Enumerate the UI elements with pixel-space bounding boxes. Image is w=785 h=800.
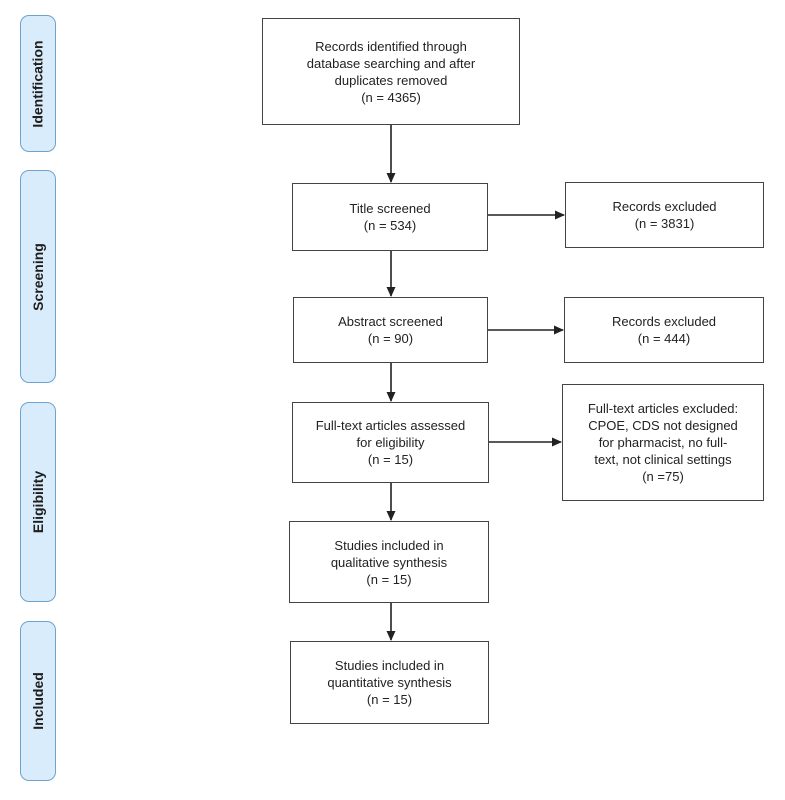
box-line: Title screened	[349, 201, 431, 216]
box-line: Full-text articles assessed	[315, 418, 466, 433]
box-line: text, not clinical settings	[594, 452, 732, 467]
fulltext-assessed-text: Full-text articles assessed for eligibil…	[316, 417, 466, 468]
records-excluded-1-text: Records excluded (n = 3831)	[612, 198, 716, 232]
box-line: quantitative synthesis	[327, 675, 452, 690]
box-line: for eligibility	[356, 435, 425, 450]
box-line: duplicates removed	[334, 72, 448, 88]
quantitative-synthesis-text: Studies included in quantitative synthes…	[327, 657, 451, 708]
box-quantitative-synthesis: Studies included in quantitative synthes…	[290, 641, 489, 724]
box-line: qualitative synthesis	[330, 554, 448, 570]
box-line: Studies included in	[334, 658, 445, 673]
box-title-screened: Title screened (n = 534)	[292, 183, 488, 251]
box-line: (n = 90)	[367, 331, 414, 346]
box-records-excluded-2: Records excluded (n = 444)	[564, 297, 764, 363]
box-line: (n = 15)	[366, 692, 413, 707]
box-line: CPOE, CDS not designed	[588, 418, 738, 433]
title-screened-text: Title screened (n = 534)	[349, 200, 430, 234]
box-line: Full-text articles excluded:	[587, 401, 739, 416]
fulltext-excluded-text: Full-text articles excluded: CPOE, CDS n…	[588, 400, 738, 485]
box-line: Abstract screened	[338, 314, 443, 329]
phase-identification: Identification	[20, 15, 56, 152]
box-line: Records excluded	[612, 199, 717, 214]
box-line: for pharmacist, no full-	[598, 435, 728, 450]
box-line: Records excluded	[611, 314, 717, 329]
qualitative-synthesis-text: Studies included in qualitative synthesi…	[331, 537, 447, 588]
box-line: Studies included in	[334, 537, 444, 553]
box-line: Records identified through	[315, 38, 467, 54]
box-line: (n = 444)	[637, 331, 691, 346]
abstract-screened-text: Abstract screened (n = 90)	[338, 313, 443, 347]
box-records-identified: Records identified through database sear…	[262, 18, 520, 125]
box-line: (n = 534)	[363, 218, 417, 233]
box-fulltext-assessed: Full-text articles assessed for eligibil…	[292, 402, 489, 483]
phase-included: Included	[20, 621, 56, 781]
box-line: (n = 15)	[366, 571, 412, 587]
box-fulltext-excluded: Full-text articles excluded: CPOE, CDS n…	[562, 384, 764, 501]
box-line: (n = 15)	[367, 452, 414, 467]
box-line: (n =75)	[642, 469, 684, 484]
box-qualitative-synthesis: Studies included in qualitative synthesi…	[289, 521, 489, 603]
records-identified-text: Records identified through database sear…	[307, 38, 475, 106]
phase-screening: Screening	[20, 170, 56, 383]
box-line: database searching and after	[306, 55, 476, 71]
box-line: (n = 3831)	[634, 216, 695, 231]
box-line: (n = 4365)	[361, 89, 421, 105]
records-excluded-2-text: Records excluded (n = 444)	[612, 313, 716, 347]
phase-eligibility: Eligibility	[20, 402, 56, 602]
box-records-excluded-1: Records excluded (n = 3831)	[565, 182, 764, 248]
box-abstract-screened: Abstract screened (n = 90)	[293, 297, 488, 363]
